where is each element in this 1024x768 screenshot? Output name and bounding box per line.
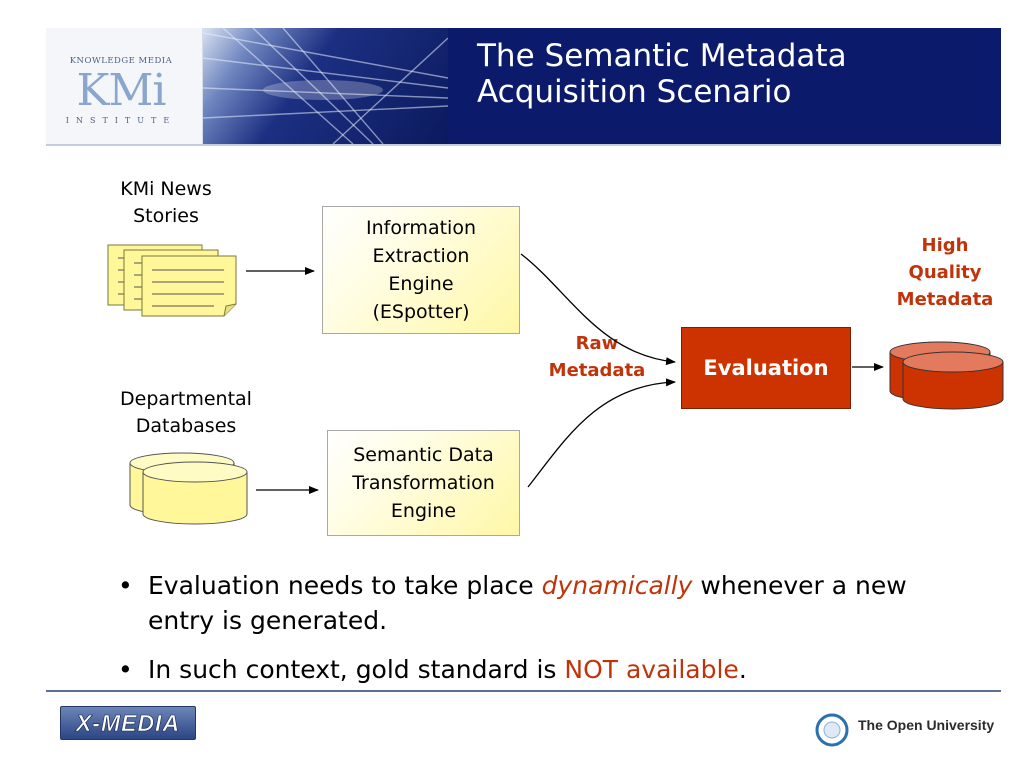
db-label-line-1: Departmental (120, 388, 252, 410)
ie-box-line-4: (ESpotter) (372, 301, 470, 323)
high-quality-metadata-label: High Quality Metadata (880, 232, 1010, 313)
arrow-sd-to-evaluation (527, 378, 676, 488)
ie-box-line-2: Extraction (372, 245, 470, 267)
bullet-2: • In such context, gold standard is NOT … (118, 652, 978, 687)
raw-label-line-1: Raw (575, 333, 619, 354)
bullet-dot: • (118, 655, 133, 684)
news-label-line-1: KMi News (120, 178, 212, 200)
document-front (141, 255, 237, 317)
bullet-1-emphasis: dynamically (541, 571, 693, 600)
news-stories-label: KMi News Stories (96, 176, 236, 230)
evaluation-box: Evaluation (681, 327, 851, 409)
bullet-2-emphasis: NOT available (564, 655, 739, 684)
open-university-logo-icon (815, 713, 849, 747)
bullet-dot: • (118, 571, 133, 600)
bullet-2-post: . (738, 655, 747, 684)
kmi-logo-panel (46, 28, 203, 144)
semantic-data-transformation-engine-box: Semantic Data Transformation Engine (327, 430, 520, 536)
ie-box-line-1: Information (366, 217, 476, 239)
header-photo (203, 28, 448, 144)
sd-box-line-3: Engine (390, 500, 457, 522)
sd-box-line-1: Semantic Data (353, 444, 494, 466)
slide-title-line-1: The Semantic Metadata (477, 38, 847, 74)
bullet-2-pre: In such context, gold standard is (148, 655, 565, 684)
header-divider (46, 144, 1001, 146)
slide-title-line-2: Acquisition Scenario (477, 74, 792, 110)
slide-title: The Semantic Metadata Acquisition Scenar… (477, 38, 997, 110)
hq-label-line-3: Metadata (896, 289, 994, 310)
sd-box-line-2: Transformation (352, 472, 495, 494)
departmental-databases-label: Departmental Databases (96, 386, 276, 440)
information-extraction-engine-box: Information Extraction Engine (ESpotter) (322, 206, 520, 334)
evaluation-label: Evaluation (703, 356, 829, 380)
bullet-1-text: Evaluation needs to take place dynamical… (118, 568, 978, 638)
open-university-logo-text: The Open University (858, 717, 995, 733)
kmi-logo-bottom-text: INSTITUTE (65, 116, 177, 125)
bullet-1-post: whenever a new entry is generated. (148, 571, 907, 635)
news-label-line-2: Stories (133, 205, 199, 227)
hq-label-line-1: High (921, 235, 969, 256)
arrow-ie-to-evaluation (520, 253, 676, 366)
light-streaks-image (203, 28, 448, 144)
news-documents-icon (107, 244, 237, 317)
raw-label-line-2: Metadata (548, 360, 646, 381)
bullet-1-pre: Evaluation needs to take place (148, 571, 542, 600)
bullet-2-text: In such context, gold standard is NOT av… (118, 652, 978, 687)
db-label-line-2: Databases (135, 415, 237, 437)
department-database-icon (129, 452, 248, 525)
hq-label-line-2: Quality (908, 262, 982, 283)
metadata-store-icon (889, 341, 1004, 410)
x-media-logo-text: X-MEDIA (75, 709, 181, 736)
ie-box-line-3: Engine (388, 273, 454, 295)
title-band (448, 28, 1001, 144)
kmi-logo-top-text: KNOWLEDGE MEDIA (69, 56, 173, 66)
x-media-logo: X-MEDIA (60, 706, 196, 740)
kmi-logo-mark: KMi (76, 65, 167, 116)
footer-divider (46, 690, 1001, 692)
bullet-1: • Evaluation needs to take place dynamic… (118, 568, 978, 638)
raw-metadata-label: Raw Metadata (532, 330, 662, 384)
